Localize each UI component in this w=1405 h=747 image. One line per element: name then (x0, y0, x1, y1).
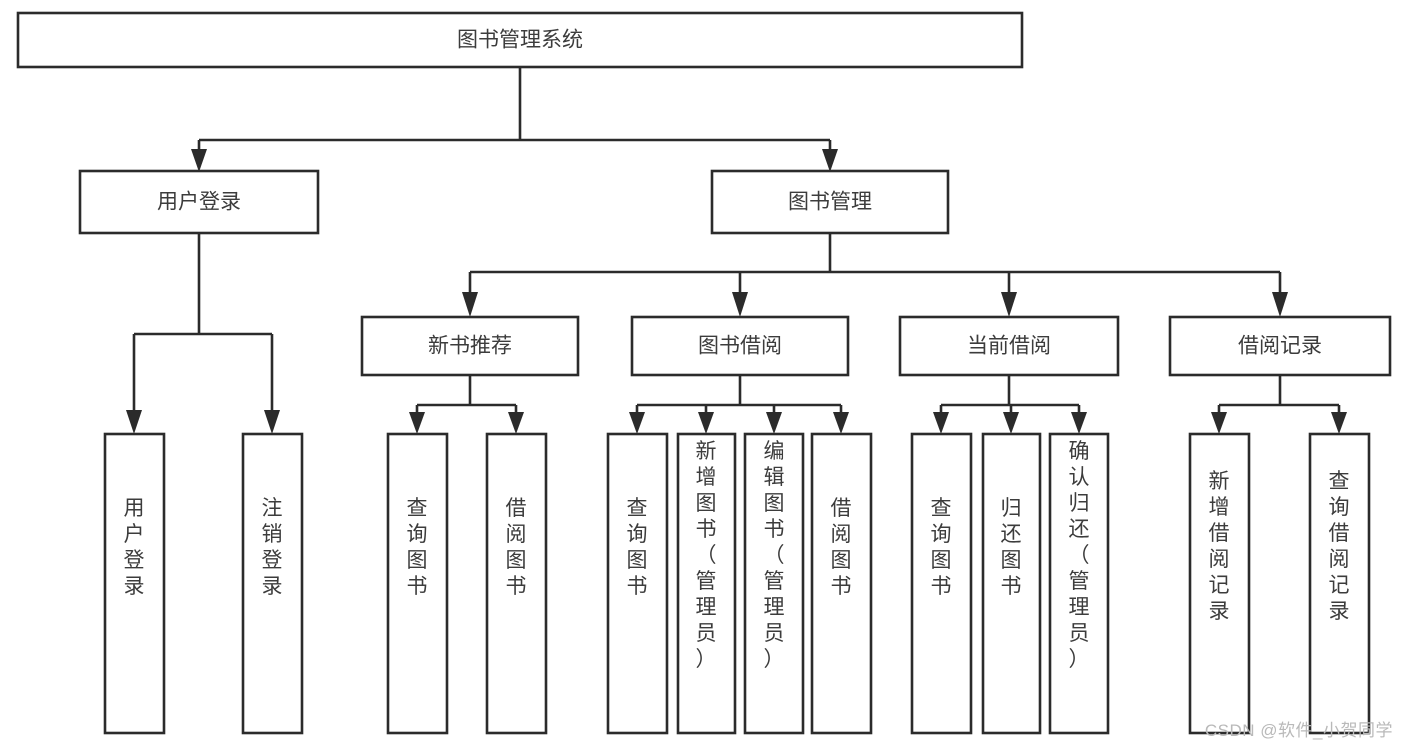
arrow-head-new-book (462, 292, 478, 317)
arrow-head-bb-leaf-4 (833, 412, 849, 434)
arrow-head-bb-leaf-2 (698, 412, 714, 434)
leaf-user-login-label: 用户登录 (124, 497, 145, 598)
arrow-head-leaf-user-login (126, 410, 142, 434)
leaf-borrow-book-borrow-label: 借阅图书 (831, 497, 852, 598)
leaf-borrow-book-newbook-box[interactable] (485, 432, 548, 735)
leaf-logout-box[interactable] (241, 432, 304, 735)
node-new-book-recommend-label: 新书推荐 (428, 335, 512, 358)
node-book-borrow-label: 图书借阅 (698, 335, 782, 358)
node-root-system-box[interactable] (16, 11, 1024, 69)
leaf-borrow-book-newbook[interactable]: 借阅图书 (485, 432, 548, 735)
arrow-head-leaf-logout (264, 410, 280, 434)
leaf-query-borrow-record[interactable]: 查询借阅记录 (1308, 432, 1371, 735)
arrow-head-nb-leaf-1 (409, 412, 425, 434)
leaf-edit-book-admin-label: 编辑图书（管理员） (764, 440, 785, 671)
arrow-head-br-leaf-1 (1211, 412, 1227, 434)
leaf-query-book-current-label: 查询图书 (931, 497, 952, 598)
node-book-management-label: 图书管理 (788, 191, 872, 214)
leaf-user-login-box[interactable] (103, 432, 166, 735)
arrow-head-bb-leaf-3 (766, 412, 782, 434)
leaf-query-book-newbook-label: 查询图书 (407, 497, 428, 598)
arrow-head-book-mgmt (822, 149, 838, 172)
node-new-book-recommend-box[interactable] (360, 315, 580, 377)
leaf-query-borrow-record-box[interactable] (1308, 432, 1371, 735)
leaf-user-login[interactable]: 用户登录 (103, 432, 166, 735)
leaf-query-book-borrow-label: 查询图书 (627, 497, 648, 598)
node-root-system[interactable]: 图书管理系统 (16, 11, 1024, 69)
leaf-add-borrow-record-box[interactable] (1188, 432, 1251, 735)
node-book-management-box[interactable] (710, 169, 950, 235)
arrow-head-current-borrow (1001, 292, 1017, 317)
leaf-logout-label: 注销登录 (262, 497, 283, 598)
leaf-logout[interactable]: 注销登录 (241, 432, 304, 735)
leaf-node-layer: 用户登录 注销登录 查询图书 借阅图书 查询图书 新增图书（管理员） 编辑图书（… (103, 432, 1371, 735)
arrow-head-cb-leaf-2 (1003, 412, 1019, 434)
node-current-borrow[interactable]: 当前借阅 (898, 315, 1120, 377)
leaf-add-book-admin[interactable]: 新增图书（管理员） (676, 432, 737, 735)
leaf-return-book[interactable]: 归还图书 (981, 432, 1042, 735)
leaf-query-book-newbook-box[interactable] (386, 432, 449, 735)
leaf-confirm-return-admin-box[interactable] (1048, 432, 1110, 735)
node-current-borrow-label: 当前借阅 (967, 335, 1051, 358)
leaf-query-book-borrow-box[interactable] (606, 432, 669, 735)
node-borrow-record-label: 借阅记录 (1238, 335, 1322, 358)
arrow-head-br-leaf-2 (1331, 412, 1347, 434)
arrow-head-nb-leaf-2 (508, 412, 524, 434)
node-user-login[interactable]: 用户登录 (78, 169, 320, 235)
node-new-book-recommend[interactable]: 新书推荐 (360, 315, 580, 377)
leaf-query-borrow-record-label: 查询借阅记录 (1329, 470, 1350, 623)
leaf-return-book-label: 归还图书 (1001, 497, 1022, 598)
node-book-borrow-box[interactable] (630, 315, 850, 377)
leaf-query-book-newbook[interactable]: 查询图书 (386, 432, 449, 735)
leaf-add-book-admin-box[interactable] (676, 432, 737, 735)
node-user-login-label: 用户登录 (157, 191, 241, 214)
leaf-edit-book-admin-box[interactable] (743, 432, 805, 735)
node-book-management[interactable]: 图书管理 (710, 169, 950, 235)
node-current-borrow-box[interactable] (898, 315, 1120, 377)
leaf-add-borrow-record-label: 新增借阅记录 (1209, 470, 1230, 623)
arrow-head-user-login (191, 149, 207, 172)
node-borrow-record-box[interactable] (1168, 315, 1392, 377)
leaf-return-book-box[interactable] (981, 432, 1042, 735)
leaf-borrow-book-borrow[interactable]: 借阅图书 (810, 432, 873, 735)
leaf-borrow-book-newbook-label: 借阅图书 (506, 497, 527, 598)
arrow-head-cb-leaf-1 (933, 412, 949, 434)
arrow-head-cb-leaf-3 (1071, 412, 1087, 434)
leaf-query-book-borrow[interactable]: 查询图书 (606, 432, 669, 735)
node-root-system-label: 图书管理系统 (457, 29, 583, 52)
arrow-head-borrow-record (1272, 292, 1288, 317)
arrow-head-borrow-book (732, 292, 748, 317)
node-user-login-box[interactable] (78, 169, 320, 235)
leaf-query-book-current[interactable]: 查询图书 (910, 432, 973, 735)
leaf-borrow-book-borrow-box[interactable] (810, 432, 873, 735)
edge-layer (126, 67, 1347, 434)
leaf-add-borrow-record[interactable]: 新增借阅记录 (1188, 432, 1251, 735)
node-book-borrow[interactable]: 图书借阅 (630, 315, 850, 377)
leaf-query-book-current-box[interactable] (910, 432, 973, 735)
leaf-confirm-return-admin[interactable]: 确认归还（管理员） (1048, 432, 1110, 735)
leaf-edit-book-admin[interactable]: 编辑图书（管理员） (743, 432, 805, 735)
arrow-head-bb-leaf-1 (629, 412, 645, 434)
node-borrow-record[interactable]: 借阅记录 (1168, 315, 1392, 377)
leaf-add-book-admin-label: 新增图书（管理员） (696, 440, 717, 671)
leaf-confirm-return-admin-label: 确认归还（管理员） (1069, 440, 1090, 671)
